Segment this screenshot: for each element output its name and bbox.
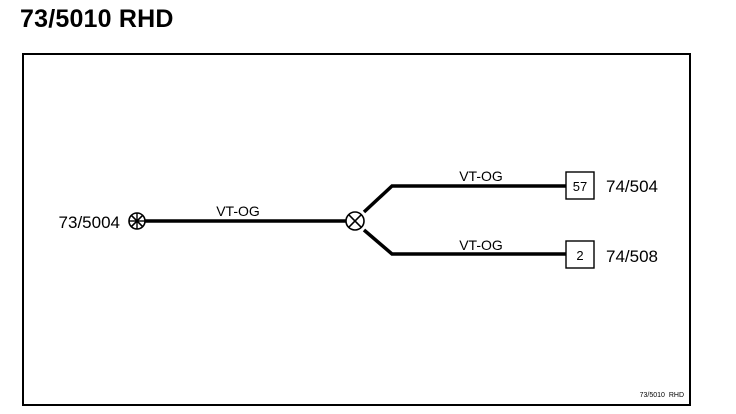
page-title: 73/5010 RHD: [20, 5, 174, 33]
wire-upper-color-label: VT-OG: [459, 168, 503, 184]
wire-upper: [362, 184, 566, 214]
diagram-border: [22, 53, 691, 406]
wire-lower: [362, 228, 566, 256]
crossed-circle-icon: [345, 211, 365, 231]
wire-main-color-label: VT-OG: [216, 203, 260, 219]
target-connector-lower-label: 74/508: [606, 247, 658, 266]
pin-number-upper: 57: [573, 179, 587, 194]
pin-box-upper: [565, 171, 595, 200]
pin-box-lower: [565, 240, 595, 269]
source-connector-label: 73/5004: [59, 213, 120, 232]
crossed-circle-icon: [128, 212, 146, 230]
diagram-footer-label: 73/5010 RHD: [640, 392, 684, 399]
target-connector-upper-label: 74/504: [606, 177, 658, 196]
wire-lower-color-label: VT-OG: [459, 237, 503, 253]
pin-number-lower: 2: [576, 248, 583, 263]
